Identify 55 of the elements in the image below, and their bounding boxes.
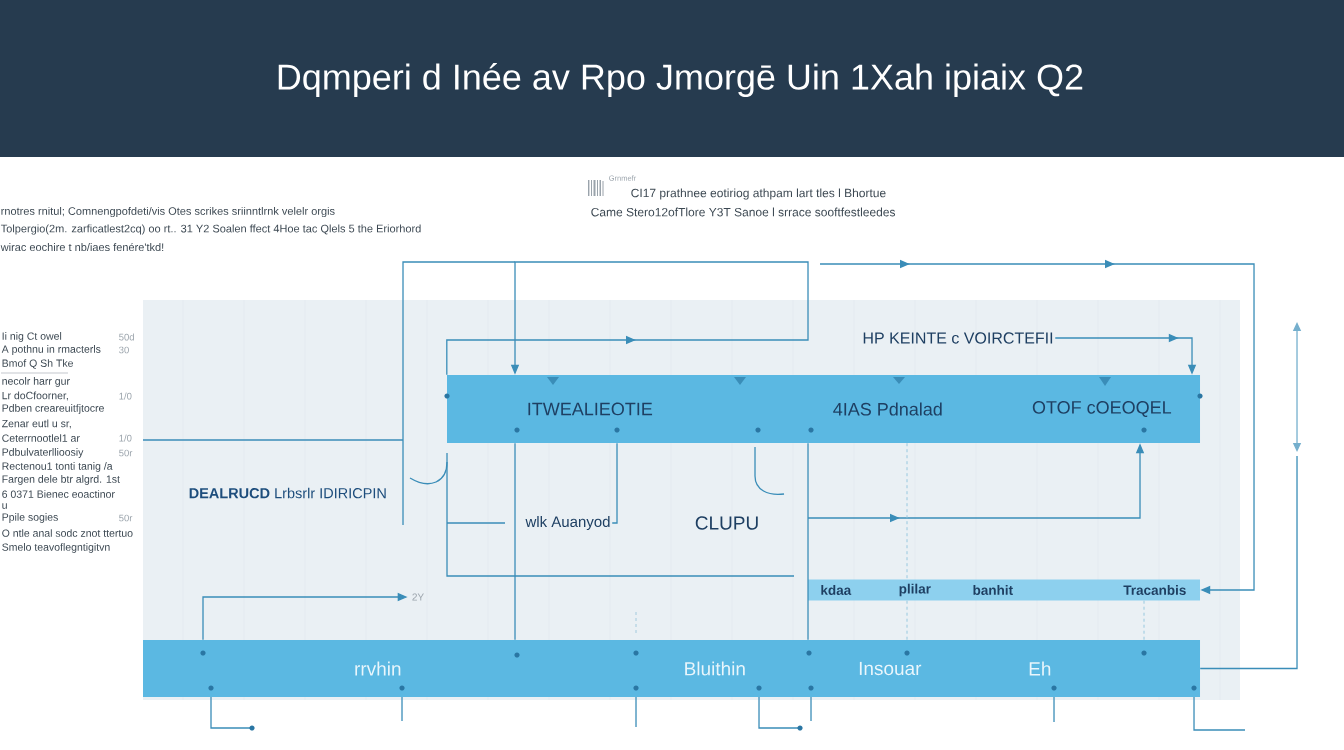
connector-line <box>514 442 516 641</box>
list-value: 30 <box>119 346 129 354</box>
band <box>808 579 1200 601</box>
list-item: Zenar eutl u sr, <box>2 419 71 429</box>
connector-line <box>807 442 809 641</box>
center-label: CLUPU <box>695 516 758 530</box>
band-label: banhit <box>973 585 1013 595</box>
list-item: u <box>2 503 7 509</box>
band-label: Bluithin <box>685 661 745 676</box>
list-value: 50d <box>119 333 134 341</box>
list-value: 50r <box>119 449 133 457</box>
band-label: Insouar <box>859 661 922 676</box>
list-item: Ppile sogies <box>2 513 58 523</box>
band-label: 4IAS Pdnalad <box>833 402 942 416</box>
arrow <box>819 259 1255 595</box>
connector-line <box>1143 600 1145 641</box>
band-label: kdaa <box>821 585 852 595</box>
band-label: Eh <box>1029 661 1051 676</box>
list-item: Ii nig Ct owel <box>2 332 62 342</box>
band <box>143 640 1200 697</box>
text-line: rnotres rnitul; Comnengpofdeti/vis Otes scrikes sriinntlrnk velelr orgis <box>1 206 335 218</box>
band-label: plilar <box>899 583 931 597</box>
list-value: 1/0 <box>119 392 132 400</box>
list-value: 50r <box>119 514 133 522</box>
band <box>447 375 1200 443</box>
text-line: Tolpergio(2m. zarficatlest2cq) oo rt.. 31 Y2 Soalen ffect 4Hoe tac Qlels 5 the Eriorhord <box>0 224 421 235</box>
node-label: 2Y <box>412 593 424 601</box>
band-label: rrvhin <box>355 661 401 676</box>
text-line: Came Stero12ofTlore Y3T Sanoe l srrace sooftfestleedes <box>591 207 896 217</box>
list-item: Lr doCfoorner, <box>2 391 68 401</box>
side-heading: DEALRUCD Lrbsrlr IDIRICPIN <box>189 487 386 499</box>
list-item: Fargen dele btr algrd. 1st <box>2 475 120 485</box>
connector-line <box>611 442 618 524</box>
text-line: wirac eochire t nb/iaes fenére'tkd! <box>0 242 164 252</box>
list-item: Ceterrnootlel1 ar <box>2 434 80 442</box>
band-label: OTOF cOEOQEL <box>1032 401 1172 417</box>
list-item: Bmof Q Sh Tke <box>2 359 73 369</box>
list-item: 6 0371 Bienec eoactinor <box>2 490 115 498</box>
list-item: Pdben creareuitfjtocre <box>2 404 104 414</box>
band-label: Tracanbis <box>1123 585 1186 595</box>
list-item: Smelo teavoflegntigitvn <box>2 543 110 553</box>
text-line: CI17 prathnee eotiriog athpam lart tles l Bhortue <box>631 188 886 200</box>
connector-line <box>906 600 908 641</box>
node-label: HP KEINTE c VOIRCTEFII <box>863 332 1053 344</box>
list-item: Pdbulvaterllioosiy <box>2 448 84 458</box>
list-item: necolr harr gur <box>2 377 70 387</box>
arrow <box>446 261 809 376</box>
connector-line <box>906 442 908 580</box>
band-label: ITWEALIEOTIE <box>528 402 653 416</box>
list-item: O ntle anal sodc znot ttertuo <box>2 529 133 537</box>
list-item: A pothnu in rmacterls <box>1 345 101 355</box>
list-item: Rectenou1 tonti tanig /a <box>2 462 113 472</box>
list-value: 1/0 <box>119 434 132 442</box>
title: Dqmperi d Inée av Rpo Jmorgē Uin 1Xah ipiaix Q2 <box>278 63 1083 97</box>
node-label: wlk Auanyod <box>525 516 610 530</box>
